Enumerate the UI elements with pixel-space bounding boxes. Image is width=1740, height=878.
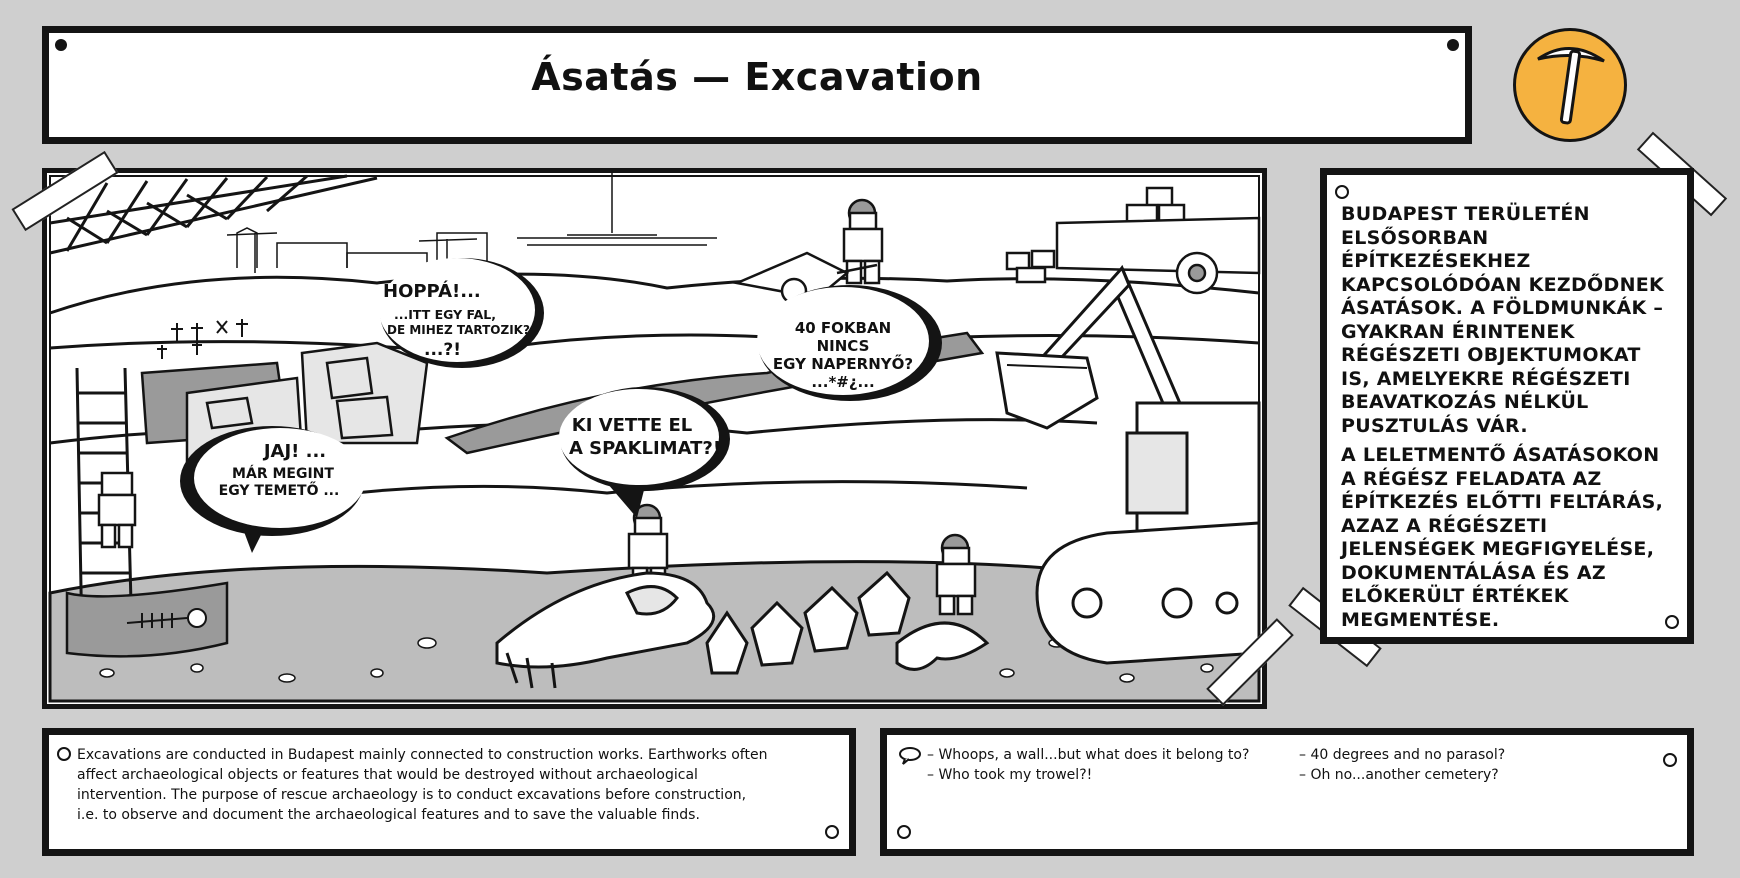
pin-dot <box>55 39 67 51</box>
caption-panel-en: Excavations are conducted in Budapest ma… <box>42 728 856 856</box>
caption-line: affect archaeological objects or feature… <box>77 767 698 783</box>
stone-wall <box>140 341 429 465</box>
caption-line: Excavations are conducted in Budapest ma… <box>77 747 768 763</box>
ring-dot <box>1335 185 1349 199</box>
worker-figure <box>842 198 884 285</box>
speech-bubble-jaj: JAJ! ... MÁR MEGINT EGY TEMETŐ ... <box>180 426 366 553</box>
speech-bubble-icon <box>899 747 921 765</box>
info-panel-hu: Budapest területén elsősorban építkezése… <box>1320 168 1694 644</box>
speech-bubble-hoppa: HOPPÁ!... ...ITT EGY FAL, DE MIHEZ TARTO… <box>379 258 544 368</box>
bubble-text: HOPPÁ!... <box>383 280 481 302</box>
caption-line: intervention. The purpose of rescue arch… <box>77 787 747 803</box>
worker-figure <box>97 471 137 549</box>
bubble-text: ...*#¿... <box>811 373 874 391</box>
comic-panel: HOPPÁ!... ...ITT EGY FAL, DE MIHEZ TARTO… <box>42 168 1267 709</box>
crane-lattice <box>49 174 378 255</box>
dialog-column-left: – Whoops, a wall...but what does it belo… <box>927 745 1249 785</box>
bubble-text: ...?! <box>424 340 461 360</box>
bubble-text: JAJ! ... <box>262 441 326 462</box>
speech-bubble-spakli: KI VETTE EL A SPAKLIMAT?! <box>559 387 730 518</box>
ring-dot <box>57 747 71 761</box>
dialog-translation-panel: – Whoops, a wall...but what does it belo… <box>880 728 1694 856</box>
wheelbarrow <box>732 251 878 305</box>
info-paragraph: A leletmentő ásatásokon a régész feladat… <box>1341 444 1664 631</box>
dialog-line: – Whoops, a wall...but what does it belo… <box>927 747 1250 763</box>
bubble-text: DE MIHEZ TARTOZIK? <box>387 323 530 337</box>
bubble-text: EGY NAPERNYŐ? <box>773 353 913 373</box>
dialog-line: – Oh no...another cemetery? <box>1299 767 1499 783</box>
dialog-column-right: – 40 degrees and no parasol? – Oh no...a… <box>1299 745 1505 785</box>
ring-dot <box>825 825 839 839</box>
ring-dot <box>897 825 911 839</box>
bubble-text: NINCS <box>817 337 870 355</box>
caption-text: Excavations are conducted in Budapest ma… <box>77 745 819 825</box>
dinosaur-bones <box>495 570 990 689</box>
worker-figure <box>935 533 977 616</box>
truck <box>1005 186 1261 295</box>
excavator <box>995 264 1261 565</box>
skeleton <box>126 608 207 628</box>
bubble-text: 40 FOKBAN <box>795 319 891 337</box>
speech-bubble-fokban: 40 FOKBAN NINCS EGY NAPERNYŐ? ...*#¿... <box>757 285 942 401</box>
ring-dot <box>1663 753 1677 767</box>
info-paragraph: Budapest területén elsősorban építkezése… <box>1341 203 1665 437</box>
title-panel: Ásatás — Excavation <box>42 26 1472 144</box>
surface-layer <box>49 272 1260 315</box>
caption-line: i.e. to observe and document the archaeo… <box>77 807 700 823</box>
bubble-text: MÁR MEGINT <box>232 465 334 482</box>
bubble-text: EGY TEMETŐ ... <box>219 481 340 499</box>
pickaxe-badge <box>1513 28 1627 142</box>
bubble-text: KI VETTE EL <box>572 415 692 436</box>
distant-city <box>226 173 717 273</box>
excavation-scene: HOPPÁ!... ...ITT EGY FAL, DE MIHEZ TARTO… <box>48 173 1261 703</box>
info-text: Budapest területén elsősorban építkezése… <box>1341 203 1675 638</box>
bubble-text: A SPAKLIMAT?! <box>569 438 721 459</box>
dialog-line: – 40 degrees and no parasol? <box>1299 747 1506 763</box>
cemetery-crosses <box>157 319 248 359</box>
excavator-tracks <box>1035 521 1261 665</box>
page-title: Ásatás — Excavation <box>531 55 983 99</box>
ring-dot <box>1665 615 1679 629</box>
pickaxe-icon <box>1537 47 1605 125</box>
dialog-line: – Who took my trowel?! <box>927 767 1093 783</box>
bubble-text: ...ITT EGY FAL, <box>394 307 496 322</box>
burial-pit <box>65 581 229 658</box>
pin-dot <box>1447 39 1459 51</box>
